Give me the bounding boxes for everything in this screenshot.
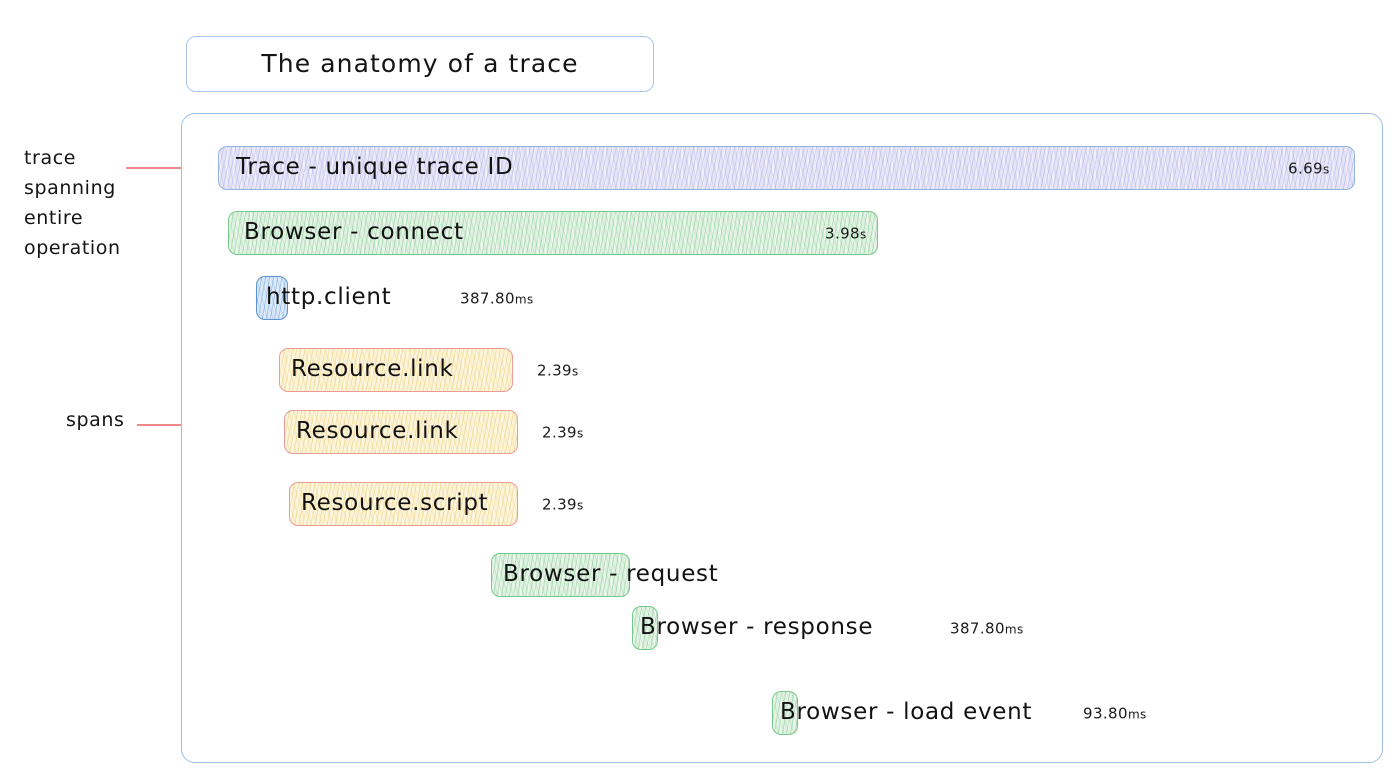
span-duration: 2.39s (542, 495, 584, 513)
span-row[interactable]: Resource.link 2.39s (0, 348, 1400, 392)
span-row[interactable]: http.client 387.80ms (0, 276, 1400, 320)
span-duration-value: 387.80 (950, 619, 1005, 638)
span-row[interactable]: Browser - load event 93.80ms (0, 691, 1400, 735)
span-duration-value: 6.69 (1288, 159, 1323, 178)
span-bar[interactable] (279, 348, 513, 392)
span-bar[interactable] (284, 410, 518, 454)
span-duration-unit: ms (1004, 622, 1024, 637)
span-duration: 387.80ms (950, 619, 1024, 637)
span-duration-unit: s (1323, 162, 1330, 177)
span-duration-value: 93.80 (1083, 704, 1128, 723)
span-duration-unit: s (860, 227, 867, 242)
span-label: Browser - connect (244, 218, 464, 245)
span-row[interactable]: Resource.script 2.39s (0, 482, 1400, 526)
span-row[interactable]: Trace - unique trace ID 6.69s (0, 146, 1400, 190)
span-duration-unit: ms (514, 292, 534, 307)
span-label: Resource.script (301, 489, 489, 516)
span-label: Browser - request (503, 560, 719, 587)
page-title: The anatomy of a trace (261, 48, 579, 78)
span-row[interactable]: Browser - connect 3.98s (0, 211, 1400, 255)
span-duration-value: 387.80 (460, 289, 515, 308)
span-duration: 93.80ms (1083, 704, 1147, 722)
span-duration-value: 2.39 (542, 495, 577, 514)
span-duration: 6.69s (1288, 159, 1330, 177)
span-label: Resource.link (296, 417, 459, 444)
span-duration: 3.98s (825, 224, 867, 242)
span-duration: 387.80ms (460, 289, 534, 307)
span-row[interactable]: Browser - response 387.80ms (0, 606, 1400, 650)
span-duration-unit: ms (1127, 707, 1147, 722)
span-label: http.client (266, 283, 392, 310)
span-label: Resource.link (291, 355, 454, 382)
annotation-spans-leader-line (137, 424, 213, 426)
span-duration-value: 2.39 (542, 423, 577, 442)
span-duration-unit: s (572, 364, 579, 379)
annotation-spans-label: spans (66, 409, 125, 431)
span-label: Trace - unique trace ID (236, 153, 514, 180)
title-card: The anatomy of a trace (186, 36, 654, 92)
span-duration: 2.39s (537, 361, 579, 379)
span-bar[interactable] (632, 606, 658, 650)
span-row[interactable]: Browser - request (0, 553, 1400, 597)
span-bar[interactable] (228, 211, 878, 255)
span-duration-value: 3.98 (825, 224, 860, 243)
span-duration-value: 2.39 (537, 361, 572, 380)
span-bar[interactable] (218, 146, 1355, 190)
span-duration-unit: s (577, 498, 584, 513)
span-label: Browser - response (640, 613, 874, 640)
span-bar[interactable] (256, 276, 288, 320)
span-bar[interactable] (772, 691, 798, 735)
span-duration: 2.39s (542, 423, 584, 441)
annotation-trace-leader-line (126, 167, 210, 169)
annotation-trace-label: trace spanning entire operation (24, 147, 121, 259)
span-bar[interactable] (491, 553, 630, 597)
span-label: Browser - load event (780, 698, 1033, 725)
span-duration-unit: s (577, 426, 584, 441)
span-row[interactable]: Resource.link 2.39s (0, 410, 1400, 454)
span-bar[interactable] (289, 482, 518, 526)
